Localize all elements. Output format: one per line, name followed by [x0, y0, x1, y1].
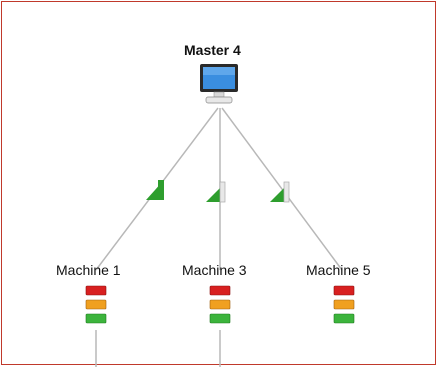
- signal-strength-icon-machine-3: [206, 181, 226, 203]
- machine-1-label: Machine 1: [56, 262, 121, 278]
- signal-strength-icon-machine-1: [146, 180, 164, 200]
- machine-5-label: Machine 5: [306, 262, 371, 278]
- stacklight-icon-machine-3[interactable]: [209, 285, 231, 324]
- signal-strength-icon-machine-5: [270, 181, 290, 203]
- stacklight-icon-machine-5[interactable]: [333, 285, 355, 324]
- master-label: Master 4: [184, 42, 241, 58]
- computer-monitor-icon[interactable]: [200, 64, 238, 104]
- machine-3-label: Machine 3: [182, 262, 247, 278]
- stacklight-icon-machine-1[interactable]: [85, 285, 107, 324]
- link-line-machine-5: [221, 107, 343, 271]
